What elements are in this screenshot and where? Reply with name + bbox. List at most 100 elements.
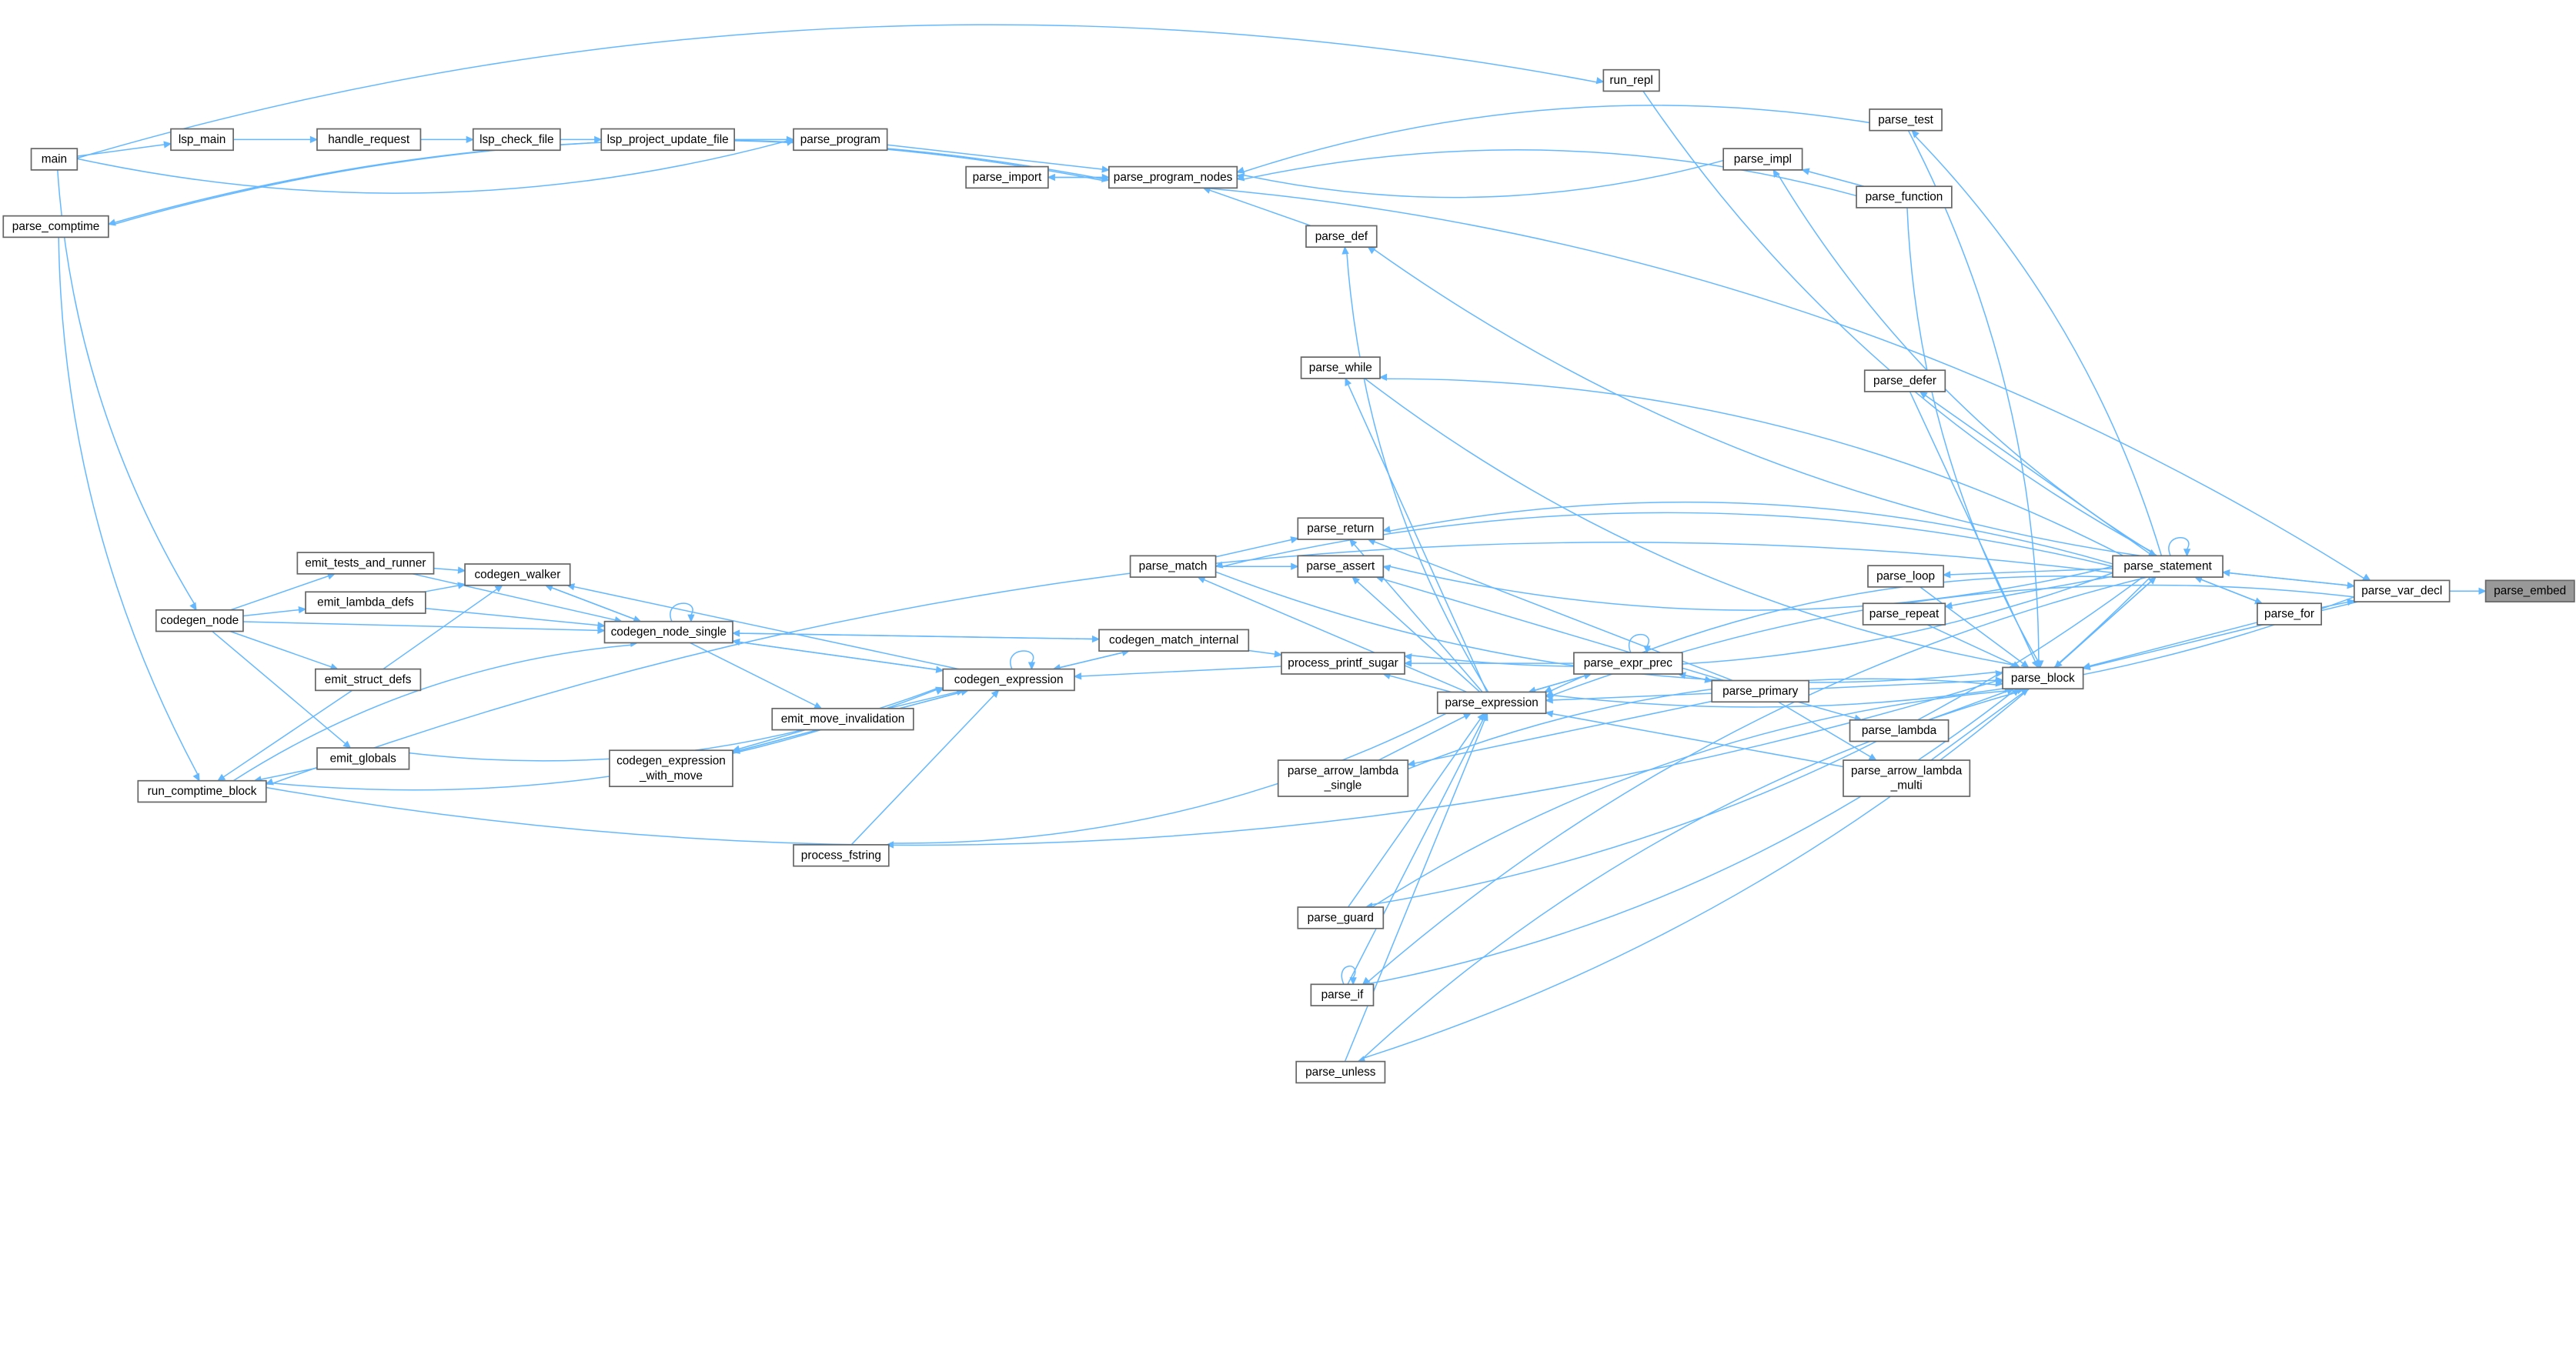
graph-node-parse-var-decl[interactable]: parse_var_decl bbox=[2353, 579, 2451, 602]
graph-node-parse-program-nodes[interactable]: parse_program_nodes bbox=[1108, 165, 1238, 189]
edge-parse_impl-to-parse_program_nodes bbox=[1243, 159, 1724, 199]
edge-parse_primary-to-parse_arrow_lambda_multi bbox=[1778, 701, 1871, 758]
graph-node-parse-arrow-lambda-single[interactable]: parse_arrow_lambda_single bbox=[1277, 759, 1409, 797]
edge-codegen_node_single-to-codegen_match_internal bbox=[733, 632, 1093, 640]
graph-node-parse-statement[interactable]: parse_statement bbox=[2112, 555, 2224, 578]
graph-edges bbox=[57, 24, 2487, 1063]
node-box bbox=[1310, 983, 1375, 1006]
edge-parse_arrow_lambda_single-to-parse_expression bbox=[1378, 716, 1465, 761]
graph-node-codegen-node[interactable]: codegen_node bbox=[155, 609, 244, 632]
node-label: parse_return bbox=[1307, 522, 1374, 536]
node-box bbox=[1277, 759, 1409, 797]
graph-node-emit-globals[interactable]: emit_globals bbox=[316, 747, 410, 770]
arrowhead-icon bbox=[935, 688, 944, 695]
graph-node-parse-assert[interactable]: parse_assert bbox=[1297, 555, 1385, 578]
graph-node-parse-block[interactable]: parse_block bbox=[2002, 666, 2084, 690]
arrowhead-icon bbox=[457, 566, 466, 574]
graph-node-parse-if[interactable]: parse_if bbox=[1310, 983, 1375, 1006]
arrowhead-icon bbox=[1367, 246, 1376, 255]
node-box bbox=[30, 148, 79, 171]
edge-emit_struct_defs-to-codegen_walker bbox=[383, 589, 498, 670]
graph-node-lsp-main[interactable]: lsp_main bbox=[170, 128, 234, 152]
graph-node-parse-lambda[interactable]: parse_lambda bbox=[1849, 719, 1950, 742]
node-label: parse_test bbox=[1878, 113, 1933, 126]
graph-node-codegen-expression-with-move[interactable]: codegen_expression_with_move bbox=[609, 749, 733, 788]
node-label: parse_loop bbox=[1876, 570, 1935, 583]
node-box bbox=[2112, 555, 2224, 578]
arrowhead-icon bbox=[2082, 662, 2091, 671]
graph-node-parse-def[interactable]: parse_def bbox=[1305, 225, 1378, 249]
graph-node-parse-function[interactable]: parse_function bbox=[1856, 185, 1953, 209]
graph-node-parse-return[interactable]: parse_return bbox=[1297, 517, 1385, 540]
graph-node-parse-defer[interactable]: parse_defer bbox=[1863, 369, 1946, 392]
node-box bbox=[1297, 517, 1385, 540]
node-box bbox=[296, 552, 435, 575]
graph-node-process-printf-sugar[interactable]: process_printf_sugar bbox=[1281, 652, 1405, 675]
node-label: emit_move_invalidation bbox=[781, 712, 905, 726]
graph-node-emit-move-invalidation[interactable]: emit_move_invalidation bbox=[771, 707, 914, 731]
edge-parse_expression-to-parse_match bbox=[1204, 579, 1468, 693]
edge-codegen_walker-to-codegen_node_single bbox=[545, 585, 635, 620]
graph-node-parse-for[interactable]: parse_for bbox=[2257, 602, 2322, 626]
graph-node-parse-import[interactable]: parse_import bbox=[965, 165, 1049, 189]
node-box bbox=[793, 844, 890, 867]
node-label: run_comptime_block bbox=[148, 785, 257, 798]
self-loop-codegen_node_single bbox=[670, 602, 693, 622]
graph-node-parse-program[interactable]: parse_program bbox=[793, 128, 888, 152]
graph-node-parse-primary[interactable]: parse_primary bbox=[1711, 679, 1810, 703]
arrowhead-icon bbox=[594, 135, 603, 144]
edge-emit_move_invalidation-to-codegen_expression bbox=[887, 691, 958, 709]
graph-node-codegen-expression[interactable]: codegen_expression bbox=[942, 668, 1075, 692]
graph-node-parse-impl[interactable]: parse_impl bbox=[1722, 148, 1803, 171]
graph-node-codegen-match-internal[interactable]: codegen_match_internal bbox=[1098, 629, 1250, 652]
arrowhead-icon bbox=[1101, 175, 1111, 183]
edge-parse_guard-to-parse_block bbox=[1372, 690, 2006, 908]
graph-node-emit-lambda-defs[interactable]: emit_lambda_defs bbox=[305, 591, 426, 614]
graph-node-parse-comptime[interactable]: parse_comptime bbox=[2, 215, 109, 239]
graph-node-main[interactable]: main bbox=[30, 148, 79, 171]
node-label: parse_guard bbox=[1308, 911, 1374, 924]
arrowhead-icon bbox=[597, 621, 606, 629]
graph-node-parse-expr-prec[interactable]: parse_expr_prec bbox=[1573, 652, 1683, 675]
node-box bbox=[1297, 906, 1385, 929]
graph-node-parse-expression[interactable]: parse_expression bbox=[1436, 691, 1547, 715]
node-box bbox=[793, 128, 888, 152]
graph-node-parse-while[interactable]: parse_while bbox=[1300, 356, 1381, 379]
graph-node-run-repl[interactable]: run_repl bbox=[1602, 68, 1660, 92]
graph-node-parse-arrow-lambda-multi[interactable]: parse_arrow_lambda_multi bbox=[1843, 759, 1971, 797]
graph-node-handle-request[interactable]: handle_request bbox=[316, 128, 422, 152]
graph-node-codegen-node-single[interactable]: codegen_node_single bbox=[603, 620, 733, 644]
graph-node-parse-loop[interactable]: parse_loop bbox=[1867, 565, 1945, 588]
arrowhead-icon bbox=[731, 638, 740, 646]
edge-parse_if-to-parse_block bbox=[1365, 691, 2014, 986]
graph-node-parse-test[interactable]: parse_test bbox=[1869, 108, 1943, 132]
arrowhead-icon bbox=[1101, 165, 1111, 173]
arrowhead-icon bbox=[309, 135, 319, 144]
node-box bbox=[1849, 719, 1950, 742]
graph-node-emit-struct-defs[interactable]: emit_struct_defs bbox=[314, 668, 422, 692]
graph-node-parse-match[interactable]: parse_match bbox=[1129, 555, 1217, 578]
node-label: parse_program bbox=[800, 133, 880, 146]
edge-parse_var_decl-to-parse_expression bbox=[1552, 584, 2354, 696]
arrowhead-icon bbox=[1290, 536, 1299, 544]
node-label: parse_for bbox=[2264, 608, 2314, 621]
edge-parse_statement-to-process_printf_sugar bbox=[1411, 572, 2113, 668]
node-label: process_printf_sugar bbox=[1288, 657, 1398, 670]
graph-node-emit-tests-and-runner[interactable]: emit_tests_and_runner bbox=[296, 552, 435, 575]
arrowhead-icon bbox=[2020, 660, 2030, 669]
node-box bbox=[316, 128, 422, 152]
graph-node-run-comptime-block[interactable]: run_comptime_block bbox=[137, 779, 267, 803]
graph-node-parse-guard[interactable]: parse_guard bbox=[1297, 906, 1385, 929]
edge-codegen_node-to-emit_struct_defs bbox=[229, 630, 332, 668]
graph-node-parse-repeat[interactable]: parse_repeat bbox=[1862, 602, 1946, 626]
graph-node-lsp-project-update-file[interactable]: lsp_project_update_file bbox=[600, 128, 736, 152]
graph-node-lsp-check-file[interactable]: lsp_check_file bbox=[472, 128, 561, 152]
graph-node-codegen-walker[interactable]: codegen_walker bbox=[464, 563, 571, 586]
edge-run_repl-to-parse_statement bbox=[1642, 91, 2152, 552]
edge-parse_repeat-to-parse_block bbox=[1926, 624, 2014, 666]
edge-parse_statement-to-parse_def bbox=[1374, 249, 2141, 557]
node-label: parse_arrow_lambda bbox=[1851, 764, 1963, 777]
edge-parse_var_decl-to-parse_block bbox=[2089, 601, 2358, 668]
graph-node-process-fstring[interactable]: process_fstring bbox=[793, 844, 890, 867]
graph-node-parse-unless[interactable]: parse_unless bbox=[1295, 1060, 1386, 1084]
